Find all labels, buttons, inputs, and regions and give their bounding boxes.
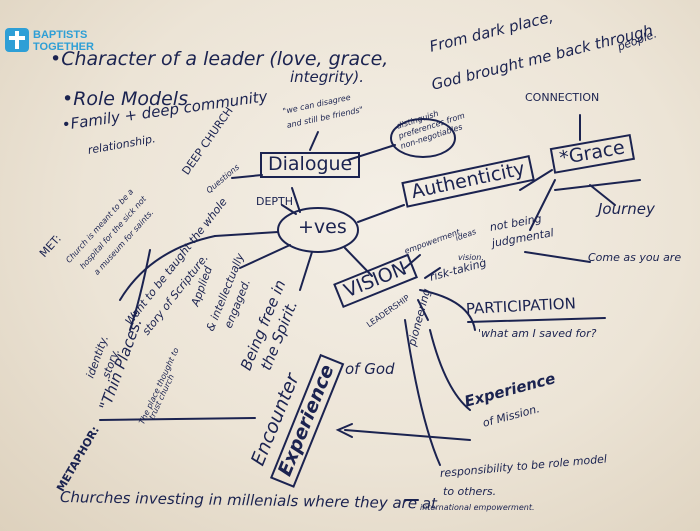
of-god-label: of God (345, 360, 395, 378)
line-thin-encounter (99, 417, 256, 421)
logo-line1: BAPTISTS (33, 29, 88, 41)
line-participation-underline (467, 317, 606, 323)
logo-line2: TOGETHER (33, 41, 94, 53)
line-vision-mission (429, 329, 471, 411)
connection-label: CONNECTION (525, 91, 600, 104)
line-center-left (214, 231, 279, 237)
line-center-authenticity (357, 204, 405, 223)
line-notjudge-comeas (524, 251, 591, 263)
logo-text: BAPTISTS TOGETHER (33, 29, 94, 53)
dialogue-node: Dialogue (260, 152, 361, 178)
line-grace-underline (554, 179, 641, 191)
international-empowerment: international empowerment. (420, 503, 535, 512)
line-grace-journey (589, 184, 616, 206)
depth-label: DEPTH (256, 195, 294, 208)
line-vision-empower (404, 254, 421, 269)
line-vision-participation (419, 289, 476, 331)
line-left-met (119, 235, 216, 301)
cross-icon (5, 28, 29, 52)
line-vision-risk (424, 267, 441, 279)
baptists-together-logo: BAPTISTS TOGETHER (3, 26, 113, 58)
arrow-mission-encounter (344, 429, 471, 441)
line-grace-notjudge (529, 179, 556, 231)
journey-label: Journey (598, 200, 655, 218)
bullet-role-models: •Role Models (62, 88, 188, 110)
line-left-identity (129, 249, 151, 331)
what-saved-for: 'what am I saved for? (478, 327, 597, 340)
distinguish-oval (390, 118, 456, 158)
line-dialogue-distinguish (347, 144, 396, 161)
come-as-you-are: Come as you are (588, 251, 682, 264)
vision-small-label: vision. (458, 253, 484, 262)
center-label: +ves (298, 216, 347, 238)
line-dialogue-quote (309, 131, 319, 151)
arrow-head (335, 423, 353, 438)
line-center-depth (281, 204, 297, 215)
responsibility-cont: to others. (443, 485, 497, 498)
bullet-character-cont: integrity). (290, 68, 365, 86)
line-center-applied (239, 244, 291, 269)
line-authenticity-grace (519, 169, 553, 191)
line-vision-pioneer (417, 299, 429, 321)
line-dialogue-questions (231, 174, 263, 179)
line-center-free (299, 251, 313, 291)
line-center-vision (344, 247, 373, 277)
line-vision-responsibility (404, 319, 441, 466)
line-center-dialogue (291, 187, 301, 213)
center-oval (277, 207, 359, 253)
bullet-character: •Character of a leader (love, grace, (50, 48, 389, 70)
